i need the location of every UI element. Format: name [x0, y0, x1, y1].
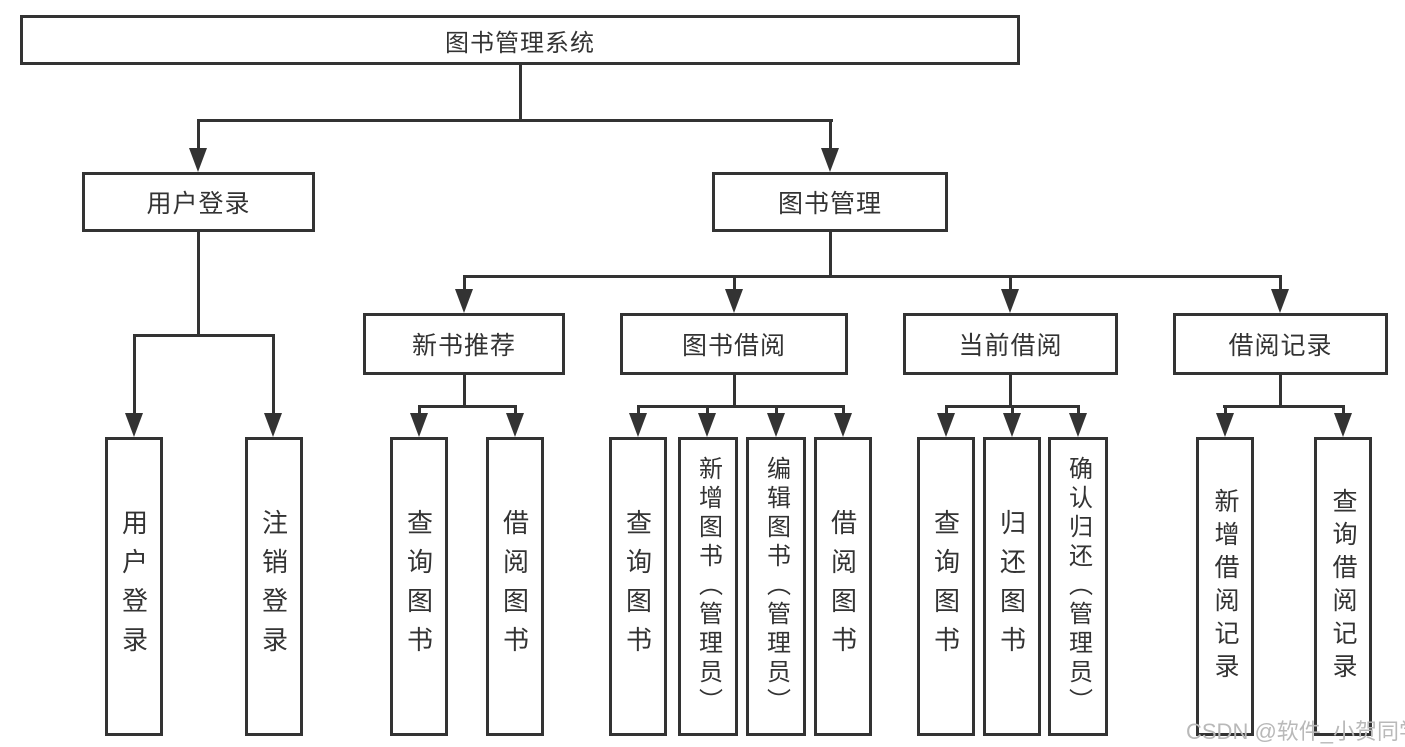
connector-arrow-down [767, 405, 785, 437]
node-book-management-label: 图书管理 [777, 190, 882, 218]
connector-hline [1222, 405, 1345, 408]
leaf-add-books-admin: 新增图书（管理员） [678, 437, 738, 736]
leaf-borrow-books-recommend: 借阅图书 [486, 437, 544, 736]
connector-vline [196, 232, 200, 334]
node-borrow-records-label: 借阅记录 [1228, 332, 1333, 360]
connector-arrow-down [725, 275, 743, 313]
connector-arrow-down [1216, 405, 1234, 437]
node-new-book-recommend-label: 新书推荐 [411, 332, 516, 360]
leaf-query-books-current-label: 查询图书 [930, 508, 961, 665]
leaf-query-books-borrow-label: 查询图书 [622, 508, 653, 665]
leaf-add-books-admin-label: 新增图书（管理员） [694, 456, 722, 717]
leaf-return-books-label: 归还图书 [996, 508, 1027, 665]
csdn-watermark: CSDN @软件_小贺同学 [1186, 719, 1405, 744]
connector-arrow-down [834, 405, 852, 437]
connector-hline [197, 119, 833, 122]
node-book-management: 图书管理 [712, 172, 948, 232]
leaf-query-books-borrow: 查询图书 [609, 437, 667, 736]
node-user-login: 用户登录 [82, 172, 315, 232]
connector-arrow-down [1001, 275, 1019, 313]
leaf-query-borrow-record-label: 查询借阅记录 [1329, 487, 1357, 686]
connector-arrow-down [629, 405, 647, 437]
node-borrow-records: 借阅记录 [1173, 313, 1388, 375]
connector-vline [732, 375, 736, 405]
leaf-query-books-current: 查询图书 [917, 437, 975, 736]
leaf-confirm-return-admin: 确认归还（管理员） [1048, 437, 1108, 736]
node-user-login-label: 用户登录 [146, 190, 251, 218]
connector-arrow-down [506, 405, 524, 437]
leaf-borrow-books-recommend-label: 借阅图书 [499, 508, 530, 665]
leaf-add-borrow-record-label: 新增借阅记录 [1211, 487, 1239, 686]
connector-vline [462, 375, 466, 405]
connector-arrow-down [698, 405, 716, 437]
connector-vline [1008, 375, 1012, 405]
connector-hline [462, 275, 1282, 278]
node-root: 图书管理系统 [20, 15, 1020, 65]
leaf-borrow-books-label: 借阅图书 [827, 508, 858, 665]
leaf-logout-label: 注销登录 [258, 508, 289, 665]
leaf-logout: 注销登录 [245, 437, 303, 736]
leaf-borrow-books: 借阅图书 [814, 437, 872, 736]
node-current-borrow: 当前借阅 [903, 313, 1118, 375]
connector-hline [132, 334, 275, 337]
node-root-label: 图书管理系统 [445, 29, 595, 57]
connector-arrow-down [264, 334, 282, 437]
connector-arrow-down [1334, 405, 1352, 437]
connector-arrow-down [937, 405, 955, 437]
connector-vline [1278, 375, 1282, 405]
leaf-edit-books-admin: 编辑图书（管理员） [746, 437, 806, 736]
connector-hline [417, 405, 517, 408]
connector-arrow-down [821, 119, 839, 172]
connector-arrow-down [1271, 275, 1289, 313]
node-current-borrow-label: 当前借阅 [958, 332, 1063, 360]
connector-arrow-down [189, 119, 207, 172]
connector-arrow-down [1003, 405, 1021, 437]
leaf-query-books-recommend: 查询图书 [390, 437, 448, 736]
node-new-book-recommend: 新书推荐 [363, 313, 565, 375]
node-book-borrow: 图书借阅 [620, 313, 848, 375]
leaf-query-books-recommend-label: 查询图书 [403, 508, 434, 665]
connector-vline [828, 232, 832, 275]
leaf-user-login-label: 用户登录 [118, 508, 149, 665]
leaf-confirm-return-admin-label: 确认归还（管理员） [1064, 456, 1092, 717]
leaf-add-borrow-record: 新增借阅记录 [1196, 437, 1254, 736]
leaf-edit-books-admin-label: 编辑图书（管理员） [762, 456, 790, 717]
connector-hline [636, 405, 845, 408]
leaf-query-borrow-record: 查询借阅记录 [1314, 437, 1372, 736]
leaf-return-books: 归还图书 [983, 437, 1041, 736]
connector-arrow-down [455, 275, 473, 313]
connector-arrow-down [125, 334, 143, 437]
connector-vline [518, 65, 522, 119]
connector-arrow-down [410, 405, 428, 437]
connector-arrow-down [1069, 405, 1087, 437]
node-book-borrow-label: 图书借阅 [681, 332, 786, 360]
leaf-user-login: 用户登录 [105, 437, 163, 736]
